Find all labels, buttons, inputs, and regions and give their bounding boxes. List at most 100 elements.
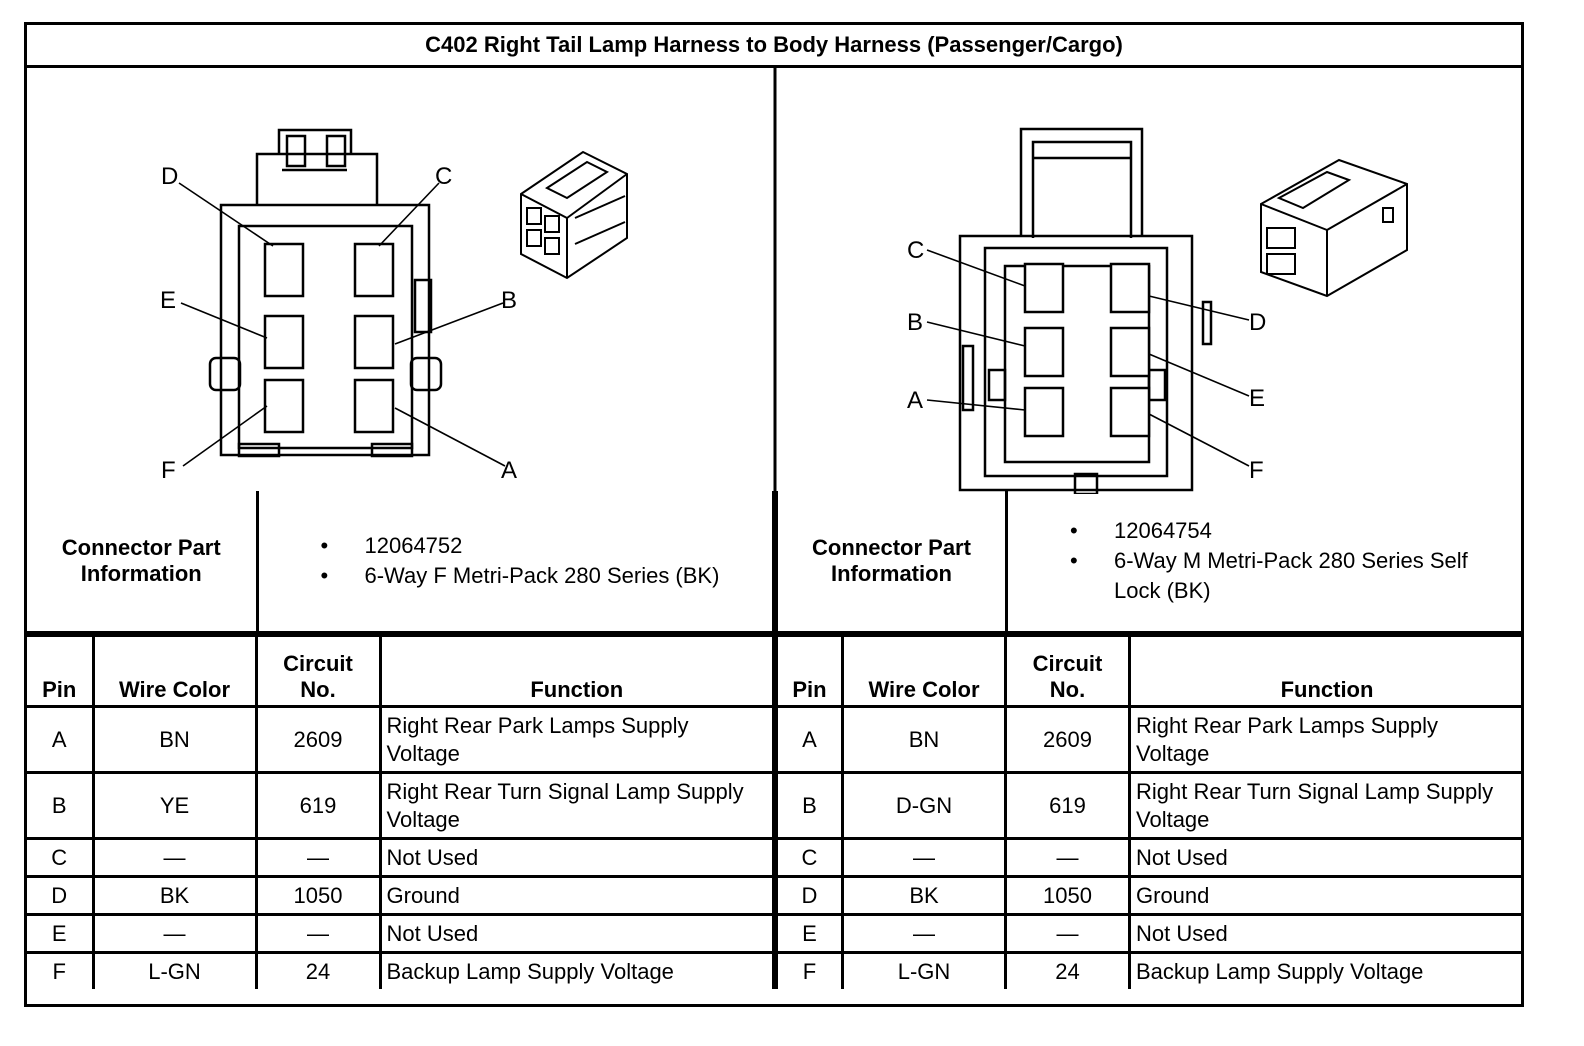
cavity-a bbox=[353, 378, 395, 434]
header-pin: Pin bbox=[775, 634, 844, 708]
circuit-no: 1050 bbox=[1004, 875, 1131, 916]
connector-part-info-left: Connector Part Information 12064752 6-Wa… bbox=[27, 491, 775, 634]
table-row: B D-GN 619 Right Rear Turn Signal Lamp S… bbox=[775, 771, 1523, 840]
cavity-f bbox=[263, 378, 305, 434]
wire-color: — bbox=[841, 913, 1007, 954]
function: Ground bbox=[378, 875, 775, 916]
pin: E bbox=[775, 913, 844, 954]
label-a: A bbox=[501, 457, 517, 484]
connector-part-details: 12064754 6-Way M Metri-Pack 280 Series S… bbox=[1005, 491, 1523, 634]
table-row: D BK 1050 Ground bbox=[775, 875, 1523, 916]
cavity-c bbox=[1023, 262, 1065, 314]
label-d: D bbox=[161, 163, 178, 190]
label-d: D bbox=[1249, 309, 1266, 336]
wire-color: D-GN bbox=[841, 771, 1007, 840]
cavity-d bbox=[263, 242, 305, 298]
cavity-f bbox=[1109, 386, 1151, 438]
male-cavity-labels: C D B E A F bbox=[907, 237, 1266, 484]
connector-diagrams: D C E B F A bbox=[27, 68, 1521, 494]
header-pin: Pin bbox=[27, 634, 95, 708]
female-cavity-labels: D C E B F A bbox=[160, 163, 517, 484]
pin: F bbox=[27, 951, 95, 989]
label-b: B bbox=[907, 309, 923, 336]
function: Backup Lamp Supply Voltage bbox=[1128, 951, 1523, 989]
label-f: F bbox=[161, 457, 176, 484]
label-f: F bbox=[1249, 457, 1264, 484]
left-connector-table: Connector Part Information 12064752 6-Wa… bbox=[27, 491, 775, 989]
pin: B bbox=[775, 771, 844, 840]
wire-color: L-GN bbox=[91, 951, 258, 989]
part-number: 12064752 bbox=[321, 531, 767, 561]
function: Not Used bbox=[378, 913, 775, 954]
connector-diagram-svg: D C E B F A bbox=[160, 68, 1408, 494]
male-connector-face bbox=[958, 127, 1213, 494]
table-row: E — — Not Used bbox=[775, 913, 1523, 954]
pin: C bbox=[775, 837, 844, 878]
cavity-e bbox=[1109, 326, 1151, 378]
female-connector-face bbox=[208, 128, 443, 458]
table-row: A BN 2609 Right Rear Park Lamps Supply V… bbox=[775, 705, 1523, 774]
function: Not Used bbox=[1128, 837, 1523, 878]
male-leader-lines bbox=[926, 249, 1250, 467]
wire-color: — bbox=[91, 913, 258, 954]
table-row: E — — Not Used bbox=[27, 913, 775, 954]
part-info-list: 12064752 6-Way F Metri-Pack 280 Series (… bbox=[265, 531, 767, 591]
cavity-a bbox=[1023, 386, 1065, 438]
function: Not Used bbox=[1128, 913, 1523, 954]
wire-color: L-GN bbox=[841, 951, 1007, 989]
circuit-no: 2609 bbox=[254, 705, 382, 774]
wire-color: — bbox=[91, 837, 258, 878]
circuit-no: — bbox=[254, 913, 382, 954]
connector-sheet: C402 Right Tail Lamp Harness to Body Har… bbox=[24, 22, 1524, 1007]
pin-table-right: Pin Wire Color Circuit No. Function A BN… bbox=[775, 634, 1523, 989]
part-description: 6-Way F Metri-Pack 280 Series (BK) bbox=[321, 561, 767, 591]
circuit-no: — bbox=[254, 837, 382, 878]
table-row: A BN 2609 Right Rear Park Lamps Supply V… bbox=[27, 705, 775, 774]
cavity-c bbox=[353, 242, 395, 298]
function: Right Rear Turn Signal Lamp Supply Volta… bbox=[378, 771, 775, 840]
circuit-no: 24 bbox=[254, 951, 382, 989]
label-c: C bbox=[907, 237, 924, 264]
connector-part-label: Connector Part Information bbox=[775, 491, 1008, 634]
table-row: D BK 1050 Ground bbox=[27, 875, 775, 916]
label-b: B bbox=[501, 287, 517, 314]
wire-color: BN bbox=[841, 705, 1007, 774]
wire-color: — bbox=[841, 837, 1007, 878]
female-leader-lines bbox=[178, 182, 506, 467]
pin: A bbox=[27, 705, 95, 774]
pin: D bbox=[775, 875, 844, 916]
wire-color: YE bbox=[91, 771, 258, 840]
wire-color: BN bbox=[91, 705, 258, 774]
circuit-no: — bbox=[1004, 913, 1131, 954]
part-description: 6-Way M Metri-Pack 280 Series Self Lock … bbox=[1070, 546, 1517, 606]
header-function: Function bbox=[378, 634, 775, 708]
female-connector-isometric-icon bbox=[520, 150, 628, 280]
right-connector-table: Connector Part Information 12064754 6-Wa… bbox=[775, 491, 1523, 989]
pin: A bbox=[775, 705, 844, 774]
function: Backup Lamp Supply Voltage bbox=[378, 951, 775, 989]
connector-part-label: Connector Part Information bbox=[27, 491, 259, 634]
header-wire-color: Wire Color bbox=[91, 634, 258, 708]
function: Not Used bbox=[378, 837, 775, 878]
wire-color: BK bbox=[841, 875, 1007, 916]
table-row: F L-GN 24 Backup Lamp Supply Voltage bbox=[775, 951, 1523, 989]
male-cavities bbox=[1023, 262, 1151, 438]
table-row: B YE 619 Right Rear Turn Signal Lamp Sup… bbox=[27, 771, 775, 840]
part-number: 12064754 bbox=[1070, 516, 1517, 546]
pin: F bbox=[775, 951, 844, 989]
pin: E bbox=[27, 913, 95, 954]
header-function: Function bbox=[1128, 634, 1523, 708]
function: Ground bbox=[1128, 875, 1523, 916]
circuit-no: — bbox=[1004, 837, 1131, 878]
pin: D bbox=[27, 875, 95, 916]
label-e: E bbox=[160, 287, 176, 314]
cavity-b bbox=[1023, 326, 1065, 378]
function: Right Rear Turn Signal Lamp Supply Volta… bbox=[1128, 771, 1523, 840]
cavity-e bbox=[263, 314, 305, 370]
circuit-no: 1050 bbox=[254, 875, 382, 916]
page-title: C402 Right Tail Lamp Harness to Body Har… bbox=[27, 25, 1521, 68]
part-info-list: 12064754 6-Way M Metri-Pack 280 Series S… bbox=[1014, 516, 1517, 606]
header-wire-color: Wire Color bbox=[841, 634, 1007, 708]
male-connector-isometric-icon bbox=[1260, 158, 1408, 298]
header-circuit: Circuit No. bbox=[254, 634, 382, 708]
